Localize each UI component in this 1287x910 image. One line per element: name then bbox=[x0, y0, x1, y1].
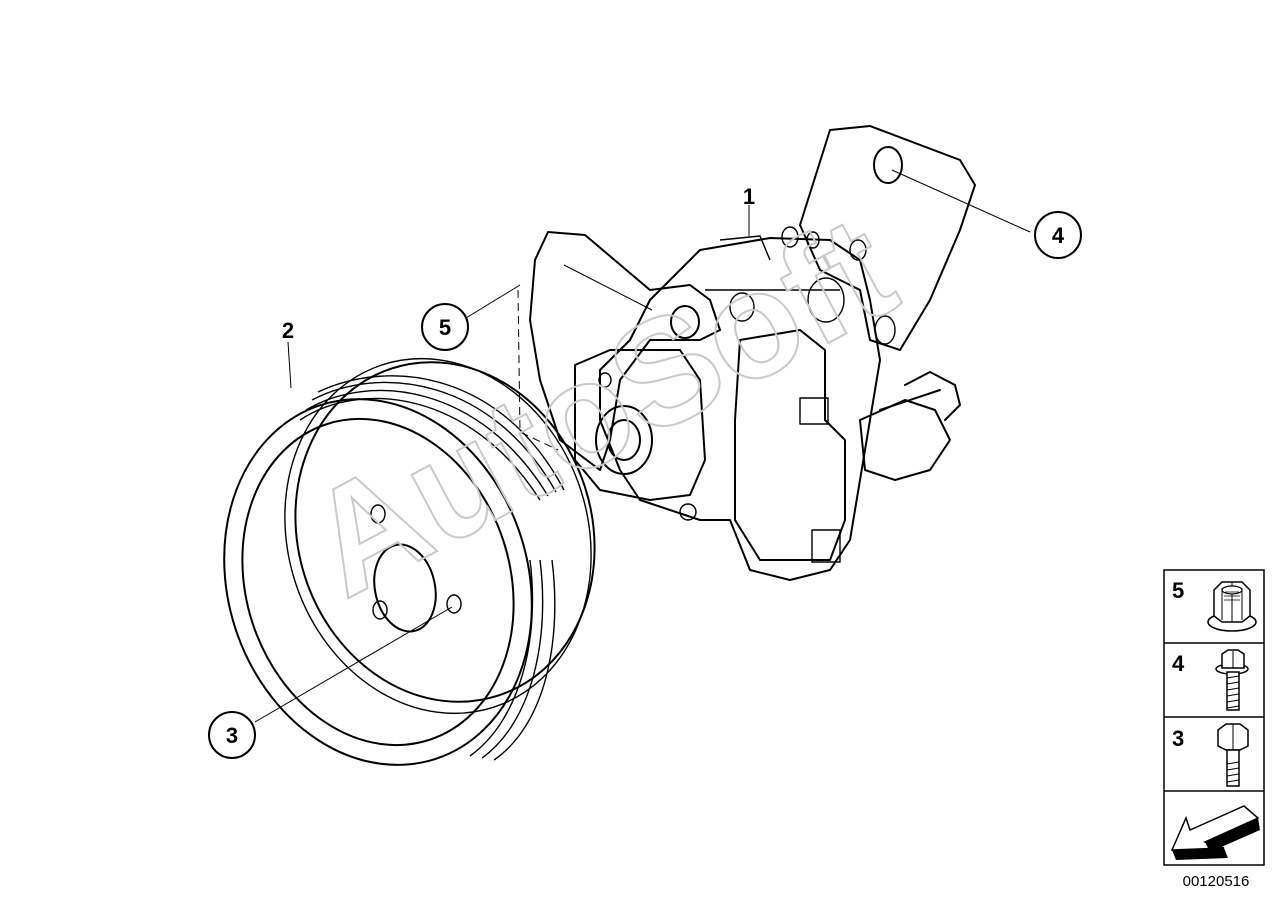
callout-5-label: 5 bbox=[439, 315, 451, 340]
callout-5-circle bbox=[421, 303, 469, 351]
callout-5: 5 bbox=[421, 303, 469, 351]
pulley-drawing bbox=[223, 357, 596, 766]
callout-4-circle bbox=[1034, 211, 1082, 259]
callout-1-label: 1 bbox=[743, 184, 755, 209]
legend-item-4: 4 bbox=[1172, 649, 1249, 711]
diagram-id: 00120516 bbox=[1183, 873, 1250, 890]
callout-4: 4 bbox=[1034, 211, 1082, 259]
legend-item-3: 3 bbox=[1172, 723, 1249, 787]
legend-item-5-label: 5 bbox=[1172, 578, 1184, 603]
hex-bolt-short-icon bbox=[1215, 649, 1249, 711]
power-steering-pump-drawing bbox=[517, 125, 976, 581]
legend-item-4-label: 4 bbox=[1172, 651, 1185, 676]
legend-item-arrow bbox=[1170, 805, 1260, 860]
callout-3: 3 bbox=[208, 711, 256, 759]
callout-1: 1 bbox=[743, 184, 755, 209]
hex-bolt-long-icon bbox=[1217, 723, 1249, 787]
hex-nut-icon bbox=[1207, 581, 1257, 632]
direction-arrow-icon bbox=[1170, 805, 1260, 860]
callout-3-label: 3 bbox=[226, 723, 238, 748]
callout-3-circle bbox=[208, 711, 256, 759]
callout-2-label: 2 bbox=[282, 318, 294, 343]
callout-4-label: 4 bbox=[1052, 223, 1065, 248]
callout-2: 2 bbox=[282, 318, 294, 343]
leader-lines bbox=[254, 169, 1031, 723]
legend-item-3-label: 3 bbox=[1172, 726, 1184, 751]
fastener-legend: 5 4 3 bbox=[1163, 569, 1265, 866]
legend-item-5: 5 bbox=[1172, 578, 1257, 632]
